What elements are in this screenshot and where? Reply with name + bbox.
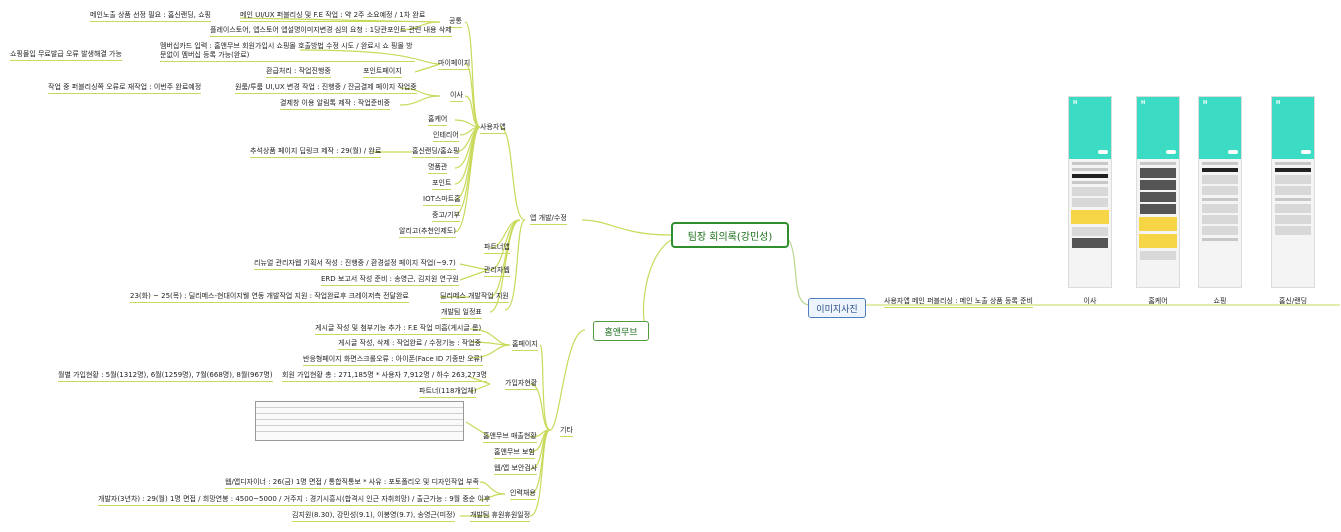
node-point[interactable]: 포인트: [432, 179, 452, 190]
node-delimes[interactable]: 딜리메스 개발작업 지원: [440, 292, 509, 303]
thumb-label-shopping: 쇼핑: [1213, 297, 1227, 305]
homepage-item-1: 게시글 작성 및 첨부기능 추가 : F.E 작업 미흡(게시글 롬): [315, 324, 482, 335]
node-vacation[interactable]: 개발팀 휴원휴원일정: [470, 511, 531, 522]
thumb-label-landing: 홈신/랜딩: [1278, 297, 1308, 305]
node-partners-app[interactable]: 파트너앱: [484, 243, 510, 254]
admin-item-2: ERD 보고서 작성 준비 : 송영근, 김지원 연구원: [321, 275, 459, 286]
partners-count: 파트너(118개업체): [419, 387, 477, 398]
mypage-item-2: 쇼핑몰입 무료발급 오류 발생해결 가능: [10, 50, 122, 61]
delimes-note: 23(화) ~ 25(목) : 딜리메스-현대이지웰 연동 개발작업 지원 : …: [130, 292, 409, 303]
node-members[interactable]: 가입자현황: [505, 379, 538, 390]
phone-thumb-move: H: [1068, 96, 1112, 288]
sales-table-thumbnail: [255, 401, 464, 441]
node-insurance[interactable]: 홈앤무브 보험: [494, 448, 535, 459]
mypage-item-3: 포인트페이지: [363, 67, 402, 78]
vacation-note: 김지원(8.30), 강민성(9.1), 이봉영(9.7), 송영근(미정): [292, 511, 456, 522]
node-dev-schedule[interactable]: 개발팀 일정표: [441, 308, 482, 319]
node-sales[interactable]: 홈앤무브 매출현황: [483, 432, 537, 443]
node-homecare[interactable]: 홈케어: [428, 115, 448, 126]
branch-image[interactable]: 이미지사진: [808, 298, 866, 318]
common-item-1: 메인 UI/UX 퍼블리싱 및 F.E 작업 : 약 2주 소요예정 / 1차 …: [240, 11, 426, 22]
homepage-item-2: 게시글 작성, 삭제 : 작업완료 / 수정기능 : 작업중: [338, 339, 482, 350]
phone-thumb-homecare: H: [1136, 96, 1180, 288]
phone-thumb-landing: H: [1271, 96, 1315, 288]
node-iot[interactable]: IOT스마트홈: [423, 195, 461, 206]
node-security[interactable]: 웹/앱 보안검사: [494, 464, 538, 475]
hiring-item-2: 개발자(3년차) : 29(월) 1명 면접 / 희망연봉 : 4500~500…: [98, 495, 491, 506]
common-item-2: 메인노출 상품 선정 필요 : 홈신랜딩, 쇼핑: [90, 11, 211, 22]
phone-thumb-shopping: H: [1198, 96, 1242, 288]
admin-item-1: 리뉴얼 관리자웹 기획서 작성 : 진행중 / 환경설정 페이지 작업(~9.7…: [254, 259, 456, 270]
node-homepage[interactable]: 홈페이지: [512, 340, 538, 351]
move-item-1: 원룸/투룸 UI,UX 변경 작업 : 진행중 / 잔금결제 페이지 작업중: [235, 83, 417, 94]
hiring-item-1: 웹/앱디자이너 : 26(금) 1명 면접 / 통합직통보 * 사유 : 포토폴…: [225, 478, 479, 489]
node-move[interactable]: 이사: [450, 91, 463, 102]
node-common[interactable]: 공통: [449, 17, 462, 28]
node-home-shopping[interactable]: 홈신랜딩/홈쇼핑: [412, 147, 460, 158]
move-item-3: 결제창 이용 알림톡 제작 : 작업준비중: [280, 99, 391, 110]
mypage-item-1: 멤버십카드 입력 : 홈앤무브 회원가입시 쇼핑몰 호출방법 수정 시도 / 완…: [160, 42, 415, 62]
node-luxury[interactable]: 명품관: [428, 163, 448, 174]
image-caption: 사용자앱 메인 퍼블리싱 : 메인 노출 상품 등록 준비: [884, 297, 1033, 308]
node-admin-web[interactable]: 관리자웹: [484, 266, 510, 277]
node-used-donation[interactable]: 중고/기부: [432, 211, 461, 222]
root-node[interactable]: 팀장 회의록(강민성): [671, 222, 789, 248]
node-mypage[interactable]: 마이페이지: [438, 59, 471, 70]
members-note: 회원 가입현황 총 : 271,185명 * 사용자 7,912명 / 하수 2…: [282, 371, 488, 382]
node-business-app[interactable]: 사용자앱: [480, 123, 506, 134]
common-item-3: 플레이스토어, 앱스토어 앱설명이미지변경 심의 요청 : 1당관포인트 관련 …: [210, 26, 452, 37]
node-hiring[interactable]: 인력채용: [510, 489, 536, 500]
home-shopping-note: 추석상품 페이지 딥링크 제작 : 29(월) / 완료: [250, 147, 382, 158]
node-interior[interactable]: 인테리어: [433, 131, 459, 142]
node-aligo[interactable]: 알리고(추천인제도): [399, 227, 456, 238]
mypage-item-4: 환급처리 : 작업진행중: [266, 67, 331, 78]
move-item-2: 작업 중 퍼블리싱쪽 오류로 재작업 : 이번주 완료예정: [48, 83, 202, 94]
branch-honmove[interactable]: 홈앤무브: [593, 321, 649, 341]
thumb-label-homecare: 홈케어: [1148, 297, 1168, 305]
homepage-item-3: 반응형페이지 화면스크롤오류 : 아이폰(Face ID 기종만 오류): [303, 355, 483, 366]
node-etc[interactable]: 기타: [560, 426, 573, 437]
branch-app-dev[interactable]: 앱 개발/수정: [530, 214, 567, 225]
members-monthly: 월별 가입현황 : 5월(1312명), 6월(1259명), 7월(668명)…: [58, 371, 273, 382]
thumb-label-move: 이사: [1083, 297, 1097, 305]
